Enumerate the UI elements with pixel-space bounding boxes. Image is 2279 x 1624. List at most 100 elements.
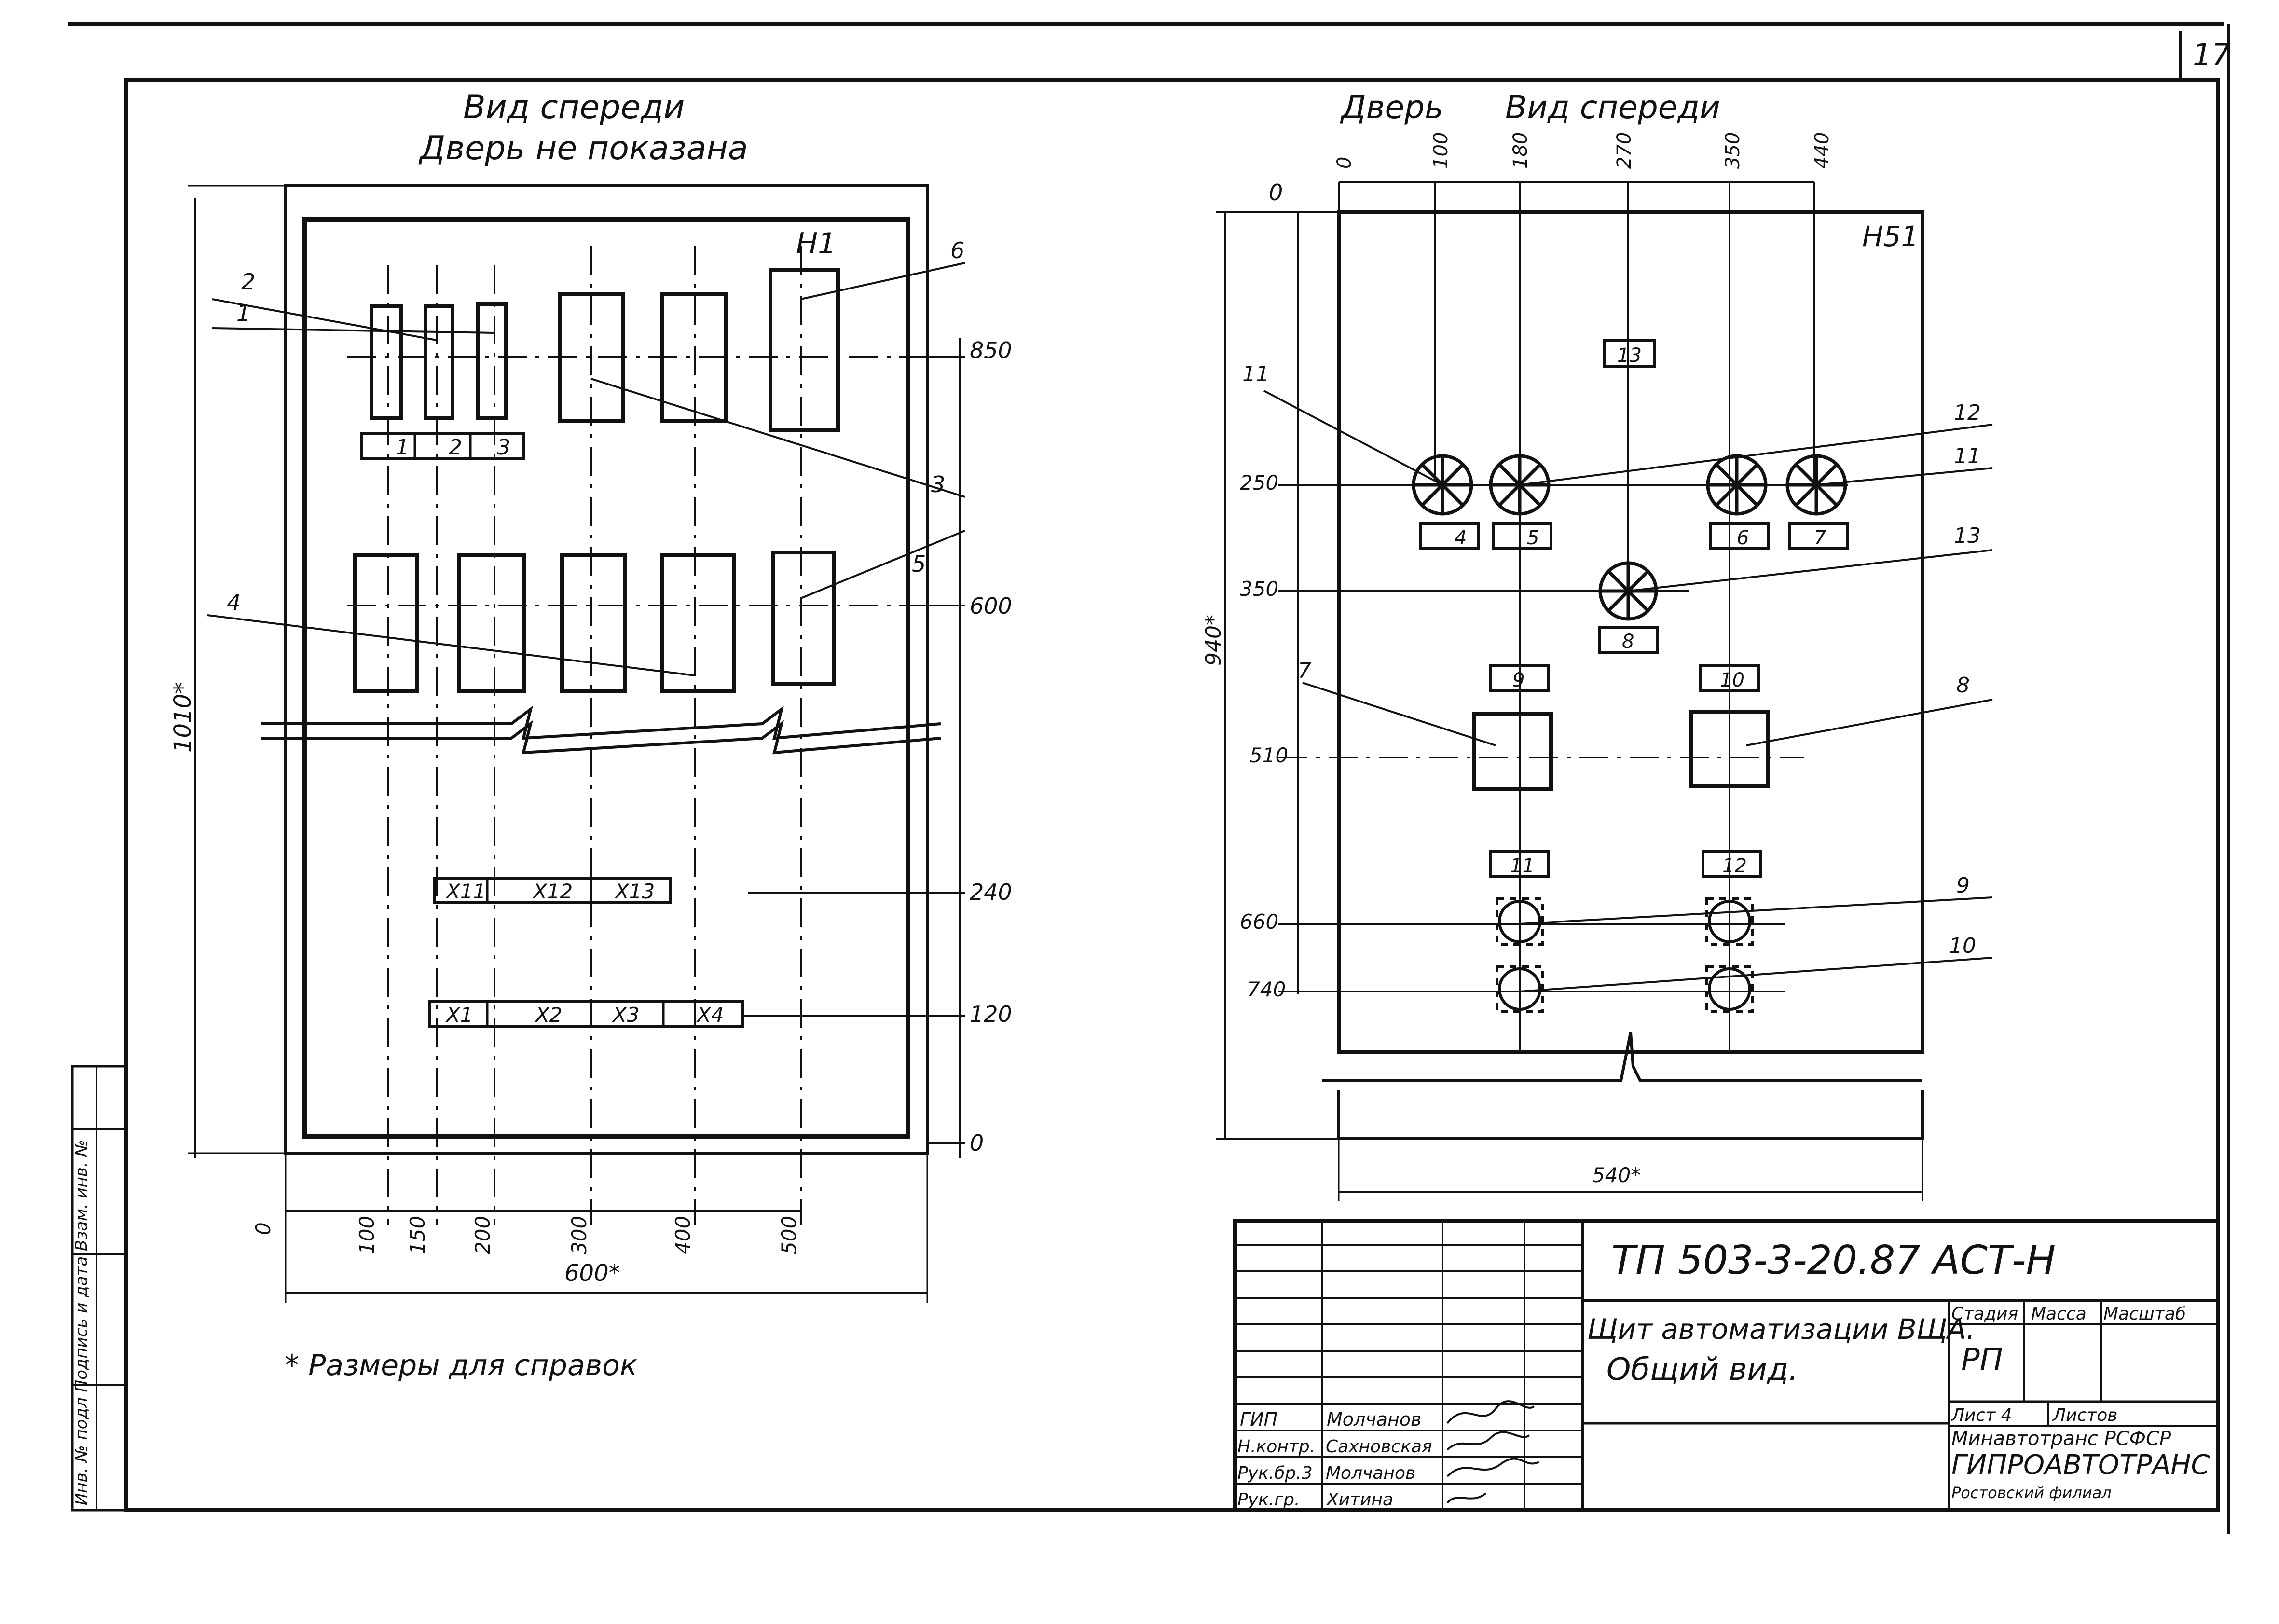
small-label: 3 — [497, 435, 510, 460]
callout: 8 — [1956, 673, 1970, 698]
callout: 10 — [1949, 934, 1976, 958]
small-label: 2 — [449, 435, 462, 460]
label-box: 6 — [1737, 527, 1749, 549]
callout: 2 — [241, 269, 255, 295]
callout: 12 — [1954, 400, 1981, 425]
right-height-dim: 940* — [1201, 615, 1226, 666]
callout: 4 — [227, 590, 241, 616]
top-dim: 350 — [1722, 132, 1744, 169]
right-view-door: Дверь — [1340, 89, 1443, 126]
bottom-dim: 100 — [355, 1216, 379, 1254]
callout: 6 — [950, 237, 964, 263]
left-dim: 250 — [1240, 471, 1278, 495]
label-box: 13 — [1617, 344, 1642, 367]
left-view-title-1: Вид спереди — [463, 88, 685, 126]
terminal-label: Х1 — [445, 1003, 473, 1027]
terminal-strip-upper: Х11 Х12 Х13 — [433, 877, 672, 904]
terminal-strip-lower: Х1 Х2 Х3 Х4 — [428, 1000, 744, 1028]
right-width-dim: 540* — [1592, 1163, 1641, 1187]
bottom-dim: 0 — [251, 1222, 275, 1235]
terminal-label: Х3 — [612, 1003, 640, 1027]
round-devices — [1496, 897, 1754, 1013]
footnote: * Размеры для справок — [285, 1349, 637, 1382]
callout: 13 — [1954, 523, 1981, 548]
left-height-dim: 1010* — [169, 682, 196, 753]
top-zero: 0 — [1269, 179, 1283, 206]
device-square — [1689, 710, 1770, 788]
bottom-dim: 300 — [567, 1216, 591, 1254]
sheets-label: Листов — [2052, 1405, 2117, 1425]
left-small-label-strip: 1 2 3 — [360, 432, 525, 460]
label-box: 4 — [1455, 527, 1467, 549]
drawing-name-1: Щит автоматизации ВЩА. — [1587, 1313, 1975, 1346]
left-panel-label: Н1 — [796, 227, 836, 261]
label-box: 9 — [1512, 669, 1524, 691]
label-box: 8 — [1622, 631, 1634, 653]
bottom-dim: 400 — [671, 1216, 695, 1254]
callout: 7 — [1298, 659, 1311, 683]
lamp-row-250 — [1412, 454, 1847, 516]
bottom-dim: 150 — [406, 1216, 429, 1254]
label-box: 5 — [1527, 527, 1539, 549]
right-break — [1322, 1032, 1924, 1140]
dim-240: 240 — [970, 879, 1012, 905]
org-line-2: ГИПРОАВТОТРАНС — [1951, 1449, 2210, 1481]
right-view-title: Вид спереди — [1505, 89, 1720, 126]
top-dim: 270 — [1613, 132, 1635, 169]
left-dim: 740 — [1247, 977, 1286, 1001]
left-width-dim: 600* — [564, 1260, 620, 1287]
callout: 9 — [1956, 873, 1970, 898]
right-view: Дверь Вид спереди 0 100 180 270 350 440 … — [1201, 89, 1993, 1201]
left-dim: 350 — [1240, 577, 1278, 601]
top-dim: 0 — [1333, 157, 1356, 169]
left-break-lines — [261, 705, 941, 755]
callout: 1 — [236, 300, 250, 326]
terminal-label: Х11 — [445, 880, 486, 903]
name: Хитина — [1326, 1490, 1393, 1510]
signatures — [1446, 1400, 1539, 1504]
terminal-label: Х12 — [532, 880, 573, 903]
left-upper-devices — [370, 268, 840, 432]
label-box: 12 — [1722, 855, 1747, 877]
role: Рук.гр. — [1237, 1490, 1300, 1510]
callout: 11 — [1954, 444, 1981, 468]
org-line-1: Минавтотранс РСФСР — [1951, 1428, 2171, 1450]
name: Молчанов — [1327, 1409, 1422, 1430]
sheet-frame — [68, 22, 2230, 1534]
top-dim: 180 — [1510, 132, 1532, 169]
role: Рук.бр.3 — [1237, 1463, 1313, 1483]
left-view-title-2: Дверь не показана — [418, 129, 748, 167]
margin-stamp-text: Инв. № подл Подпись и дата Взам. инв. № — [72, 1140, 91, 1505]
bottom-dim: 200 — [471, 1216, 494, 1254]
terminal-label: Х13 — [614, 880, 655, 903]
bottom-dim: 500 — [777, 1216, 801, 1254]
stage-value: РП — [1961, 1342, 2003, 1378]
dim-600: 600 — [970, 593, 1012, 619]
title-block: ГИП Н.контр. Рук.бр.3 Рук.гр. Молчанов С… — [1233, 1219, 2220, 1512]
callout: 11 — [1242, 362, 1269, 386]
document-code: ТП 503-3-20.87 АСТ-Н — [1611, 1238, 2056, 1283]
label-box: 11 — [1510, 855, 1535, 877]
terminal-label: Х4 — [696, 1003, 724, 1027]
label-box: 10 — [1720, 669, 1744, 691]
terminal-label: Х2 — [535, 1003, 563, 1027]
left-dim: 510 — [1249, 743, 1288, 767]
dim-850: 850 — [970, 337, 1012, 363]
dim-120: 120 — [970, 1001, 1012, 1027]
sheet-number: 17 — [2193, 37, 2231, 72]
scale-header: Масштаб — [2103, 1304, 2186, 1324]
top-dim: 440 — [1811, 132, 1833, 169]
label-boxes-250: 4 5 6 7 — [1419, 522, 1849, 550]
left-cabinet-inner — [302, 217, 910, 1139]
role: Н.контр. — [1237, 1437, 1315, 1457]
org-line-3: Ростовский филиал — [1951, 1484, 2112, 1502]
name: Сахновская — [1326, 1437, 1432, 1457]
left-middle-devices — [353, 551, 836, 693]
sheet-label: Лист 4 — [1950, 1405, 2012, 1425]
label-box: 7 — [1814, 527, 1826, 549]
mass-header: Масса — [2031, 1304, 2087, 1324]
left-leaders — [207, 262, 965, 676]
drawing-name-2: Общий вид. — [1606, 1352, 1798, 1388]
callout: 3 — [931, 471, 945, 497]
callout: 5 — [912, 551, 926, 577]
